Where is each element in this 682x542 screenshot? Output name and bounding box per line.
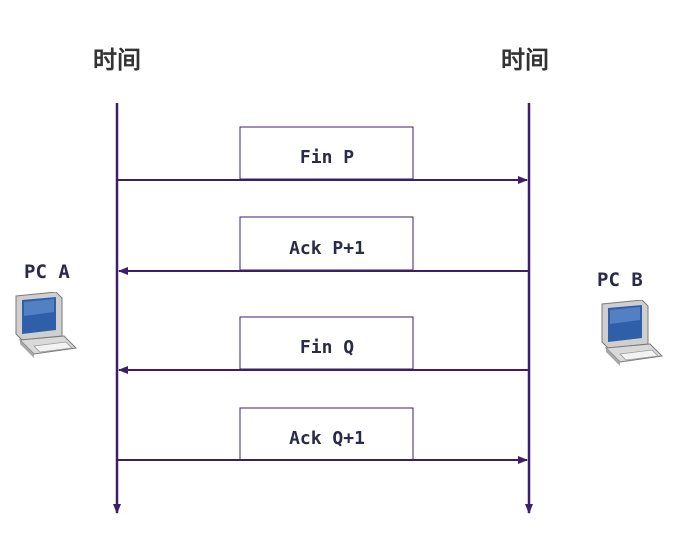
pc-b-label: PC B: [597, 269, 643, 291]
message-box: [239, 126, 414, 180]
message-box: [239, 316, 414, 370]
right-time-label: 时间: [501, 46, 549, 74]
message-ack-p: Ack P+1: [118, 216, 529, 275]
message-fin-q: Fin Q: [118, 316, 529, 374]
message-box: [239, 216, 414, 271]
message-label: Fin P: [300, 147, 354, 168]
message-box: [239, 407, 414, 461]
message-ack-q: Ack Q+1: [117, 407, 528, 464]
message-label: Fin Q: [300, 337, 354, 358]
message-label: Ack P+1: [289, 238, 365, 259]
message-label: Ack Q+1: [289, 428, 365, 449]
pc-a-label: PC A: [24, 261, 70, 283]
left-time-label: 时间: [93, 46, 141, 74]
pc-a-computer-icon: [15, 292, 78, 358]
pc-b-computer-icon: [601, 300, 664, 366]
message-fin-p: Fin P: [117, 126, 528, 184]
